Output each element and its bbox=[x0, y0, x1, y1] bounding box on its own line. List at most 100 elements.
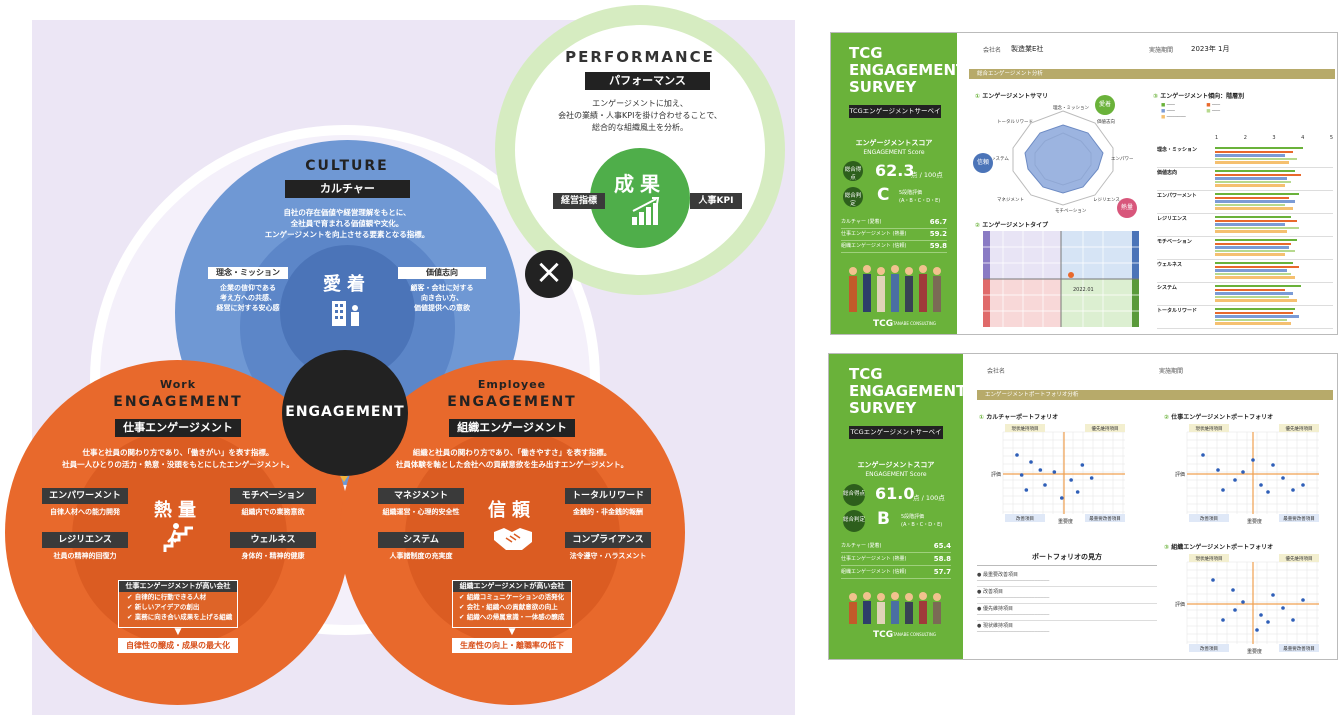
report1-total-score: 62.3 bbox=[875, 161, 915, 180]
portfolio-point bbox=[1251, 458, 1255, 462]
report1-period: 2023年 1月 bbox=[1191, 45, 1230, 53]
handshake-icon bbox=[494, 528, 532, 550]
portfolio-point bbox=[1211, 578, 1215, 582]
work-item-empowerment-desc: 自律人材への能力開発 bbox=[50, 508, 120, 516]
svg-text:評価: 評価 bbox=[1175, 471, 1185, 478]
report1-bar bbox=[1215, 170, 1295, 173]
svg-text:理念・ミッション: 理念・ミッション bbox=[1053, 104, 1089, 111]
work-item-motivation: モチベーション bbox=[230, 488, 316, 504]
portfolio-quadrant-label: 現状維持項目 bbox=[1196, 425, 1223, 432]
portfolio-point bbox=[1221, 618, 1225, 622]
performance-description: エンゲージメントに加え、 会社の業績・人事KPIを掛け合わせることで、 総合的な… bbox=[558, 99, 722, 132]
work-item-wellness: ウェルネス bbox=[230, 532, 316, 548]
report1-logo-sub: TANABE CONSULTING bbox=[893, 321, 936, 326]
employee-item-total-reward: トータルリワード bbox=[565, 488, 651, 504]
culture-item-mission: 理念・ミッション bbox=[208, 267, 288, 279]
report2-p1: ① カルチャーポートフォリオ bbox=[979, 414, 1059, 421]
report2-work-portfolio-chart: 現状維持項目優先維持項目改善項目最重要改善項目評価重要度 bbox=[1175, 424, 1319, 524]
portfolio-point bbox=[1301, 483, 1305, 487]
portfolio-quadrant-label: 優先維持項目 bbox=[1286, 425, 1313, 432]
portfolio-point bbox=[1281, 476, 1285, 480]
work-item-resilience: レジリエンス bbox=[42, 532, 128, 548]
report1-total-unit: 点 / 100点 bbox=[911, 171, 943, 179]
portfolio-point bbox=[1231, 588, 1235, 592]
report1-company-label: 会社名 bbox=[983, 47, 1002, 54]
report1-bar bbox=[1215, 249, 1295, 253]
portfolio-quadrant-label: 改善項目 bbox=[1200, 645, 1218, 652]
portfolio-quadrant-label: 現状維持項目 bbox=[1012, 425, 1039, 432]
report2-grade-scale: (A・B・C・D・E) bbox=[901, 522, 943, 528]
building-icon bbox=[332, 301, 359, 326]
report1-bar-row-label: 価値志向 bbox=[1157, 170, 1178, 176]
report1-bar bbox=[1215, 226, 1299, 230]
portfolio-quadrant-label: 最重要改善項目 bbox=[1283, 515, 1315, 522]
engagement-marker-icon bbox=[340, 476, 348, 482]
report1-score-en: ENGAGEMENT Score bbox=[863, 149, 925, 156]
trust-label: 信頼 bbox=[488, 500, 536, 521]
report2-p2: ② 仕事エンゲージメントポートフォリオ bbox=[1164, 414, 1274, 421]
outcome-label: 成果 bbox=[614, 172, 666, 196]
performance-jp-title: パフォーマンス bbox=[585, 72, 710, 90]
work-jp-title: 仕事エンゲージメント bbox=[115, 419, 241, 437]
report1-period-label: 実施期間 bbox=[1149, 47, 1174, 54]
report1-row-divider bbox=[1157, 305, 1333, 306]
report1-grade: C bbox=[877, 185, 890, 205]
multiply-icon: × bbox=[534, 252, 564, 292]
portfolio-point bbox=[1259, 483, 1263, 487]
portfolio-point bbox=[1052, 470, 1057, 474]
employee-item-management: マネジメント bbox=[378, 488, 464, 504]
portfolio-point bbox=[1201, 453, 1205, 457]
report1-type-grid: 2022.01 bbox=[983, 231, 1139, 327]
portfolio-point bbox=[1266, 620, 1270, 624]
culture-item-mission-desc: 企業の信仰である考え方への共感、経営に対する安心感 bbox=[216, 284, 280, 312]
work-title-1: Work bbox=[159, 378, 197, 391]
report1-badge-attachment: 愛着 bbox=[1095, 95, 1115, 115]
report2-subtitle: TCGエンゲージメントサーベイ bbox=[849, 426, 943, 439]
portfolio-point bbox=[1060, 496, 1064, 500]
report1-bar bbox=[1215, 246, 1289, 249]
outcome-circle bbox=[590, 148, 690, 248]
report2-total-unit: 点 / 100点 bbox=[913, 494, 945, 502]
report1-legend: ■ ─── ■ ─── ■ ─── ■ ─── ■ ─────── bbox=[1161, 103, 1221, 120]
report1-s1: ① エンゲージメントサマリ bbox=[975, 93, 1049, 100]
report1-people-illustration bbox=[849, 265, 941, 312]
svg-text:評価: 評価 bbox=[991, 471, 1001, 478]
multiply-circle bbox=[525, 250, 573, 298]
svg-text:重要度: 重要度 bbox=[1058, 518, 1073, 524]
report1-bar-row-label: トータルリワード bbox=[1157, 308, 1198, 314]
report1-bar bbox=[1215, 285, 1301, 288]
report1-subtitle: TCGエンゲージメントサーベイ bbox=[849, 105, 941, 118]
employee-item-total-reward-desc: 金銭的・非金銭的報酬 bbox=[573, 508, 643, 516]
report1-total-label: 総合得点 bbox=[843, 161, 863, 181]
report1-bar bbox=[1215, 177, 1287, 180]
portfolio-point bbox=[1216, 468, 1220, 472]
report1-bar bbox=[1215, 150, 1293, 153]
report1-bar bbox=[1215, 292, 1293, 295]
report2-grade-note: 5段階評価 bbox=[901, 514, 925, 520]
report2-logo: TCG bbox=[873, 630, 894, 640]
report1-row-divider bbox=[1157, 167, 1333, 168]
report1-s2: ② エンゲージメントタイプ bbox=[975, 222, 1049, 229]
report1-radar-chart: 理念・ミッション価値志向エンパワーメントレジリエンスモチベーションマネジメントシ… bbox=[993, 104, 1133, 213]
report1-bar bbox=[1215, 262, 1293, 265]
svg-text:重要度: 重要度 bbox=[1247, 518, 1262, 524]
employee-title-2: ENGAGEMENT bbox=[447, 394, 577, 410]
report1-bar bbox=[1215, 318, 1287, 322]
report1-bar bbox=[1215, 311, 1293, 314]
work-title-2: ENGAGEMENT bbox=[113, 394, 243, 410]
work-arrow: ▼ bbox=[174, 627, 182, 637]
work-description: 仕事と社員の関わり方であり、「働きがい」を表す指標。社員一人ひとりの活力・熱意・… bbox=[62, 448, 294, 469]
stairs-runner-icon bbox=[163, 523, 193, 552]
report2-grade: B bbox=[877, 509, 890, 529]
report1-year-tag: 2022.01 bbox=[1073, 287, 1094, 293]
report1-s3: ③ エンゲージメント傾向：階層別 bbox=[1153, 93, 1245, 100]
report1-bar bbox=[1215, 269, 1287, 272]
portfolio-point bbox=[1024, 488, 1029, 492]
work-item-wellness-desc: 身体的・精神的健康 bbox=[241, 552, 305, 560]
report1-bar bbox=[1215, 173, 1301, 176]
report1-bar bbox=[1215, 207, 1293, 210]
